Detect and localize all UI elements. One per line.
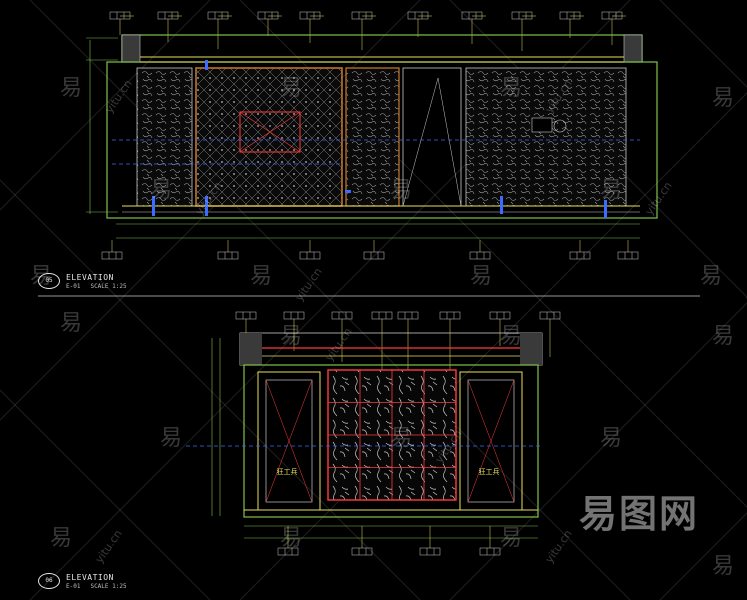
callout-tag [511,11,533,20]
callout-tag [617,251,639,260]
callout-tag [157,11,179,20]
sheet-code-bottom: E-01 [66,583,81,590]
top-left-dimensions [86,37,118,213]
cabinet-left-label: 狂工兵 [277,467,298,476]
callout-tag [207,11,229,20]
panel-right [465,67,627,207]
cabinet-right-label: 狂工兵 [479,467,500,476]
title-block-top: 05 ELEVATION E-01 SCALE 1:25 [38,273,137,290]
callout-tag [407,11,429,20]
callout-tag [299,11,321,20]
callout-tag [479,547,501,556]
top-wall-frame [106,61,658,219]
tufted-grid [328,370,456,500]
top-callout-tags [109,11,626,51]
callout-tag [235,311,257,320]
door-opening [402,67,462,207]
elevation-title-bottom: ELEVATION [66,573,114,582]
top-ceiling [121,34,643,63]
panel-2-tufted [195,67,343,207]
bottom-wall-frame [243,364,539,518]
scale-bottom: SCALE 1:25 [90,583,127,590]
bottom-ceiling [239,332,543,366]
top-bottom-tags [101,240,639,260]
callout-tag [539,311,561,320]
callout-tag [439,311,461,320]
panel-3 [345,67,400,207]
sheet-code-top: E-01 [66,283,81,290]
panel-1 [136,67,193,207]
elevation-title-top: ELEVATION [66,273,114,282]
callout-tag [371,311,393,320]
elevation-bottom: 狂工兵 狂工兵 [186,311,561,556]
bottom-bottom-tags [277,526,501,556]
callout-tag [419,547,441,556]
watermark-logo: 易图网 [578,492,699,536]
callout-tag [109,11,131,20]
callout-tag [559,11,581,20]
callout-tag [469,251,491,260]
scale-top: SCALE 1:25 [90,283,127,290]
callout-tag [489,311,511,320]
callout-tag [397,311,419,320]
callout-tag [257,11,279,20]
callout-tag [331,311,353,320]
title-block-bottom: 06 ELEVATION E-01 SCALE 1:25 [38,573,137,590]
elevation-top [86,11,658,260]
callout-tag [217,251,239,260]
callout-tag [283,311,305,320]
elevation-marker-bottom: 06 [38,573,60,589]
callout-tag [101,251,123,260]
callout-tag [299,251,321,260]
callout-tag [351,11,373,20]
elevation-marker-top: 05 [38,273,60,289]
